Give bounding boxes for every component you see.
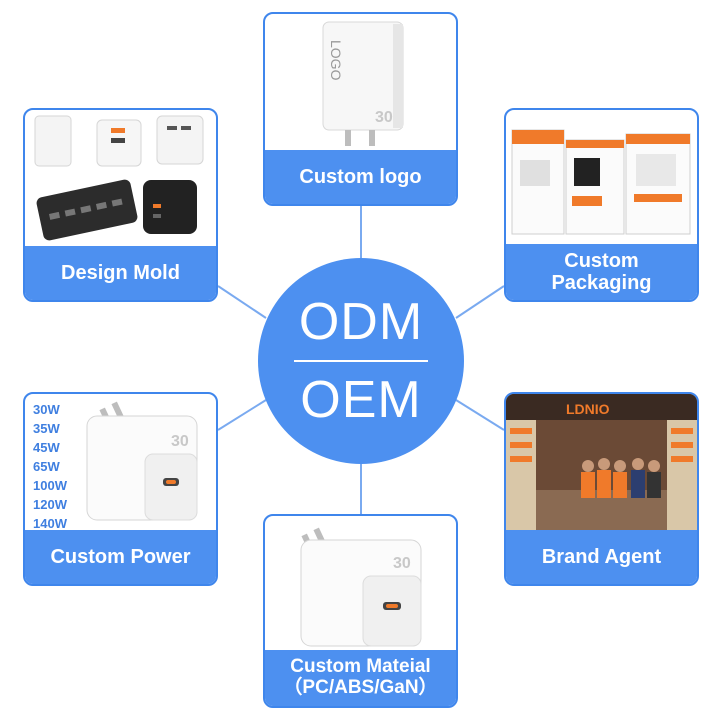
wattage-item: 140W	[33, 516, 67, 531]
connector-top-right	[455, 285, 505, 319]
odm-oem-hub: ODM OEM	[258, 258, 464, 464]
charger-power-image: 30 30W 35W 45W 65W 100W 120W 140W	[25, 394, 216, 532]
card-custom-material: 30 Custom Mateial （PC/ABS/GaN）	[263, 514, 458, 708]
svg-text:LDNIO: LDNIO	[566, 401, 610, 417]
card-label-line1: Custom	[564, 250, 639, 272]
card-label-line2: Packaging	[551, 272, 652, 294]
card-label: Brand Agent	[506, 530, 697, 584]
card-custom-packaging: Custom Packaging	[504, 108, 699, 302]
card-label: Custom Power	[25, 530, 216, 584]
store-photo-image: LDNIO	[506, 394, 697, 532]
card-brand-agent: LDNIO Brand Agent	[504, 392, 699, 586]
wattage-item: 30W	[33, 402, 60, 417]
charger-logo-image: LOGO 30	[265, 14, 456, 152]
hub-divider	[294, 360, 428, 362]
card-label: Custom Mateial （PC/ABS/GaN）	[265, 650, 456, 706]
logo-badge: 30	[375, 109, 393, 126]
wattage-item: 45W	[33, 440, 60, 455]
wattage-item: 35W	[33, 421, 60, 436]
hub-title-odm: ODM	[298, 293, 424, 351]
card-label: Custom logo	[265, 150, 456, 204]
charger-molds-image	[25, 110, 216, 248]
card-design-mold: Design Mold	[23, 108, 218, 302]
material-badge: 30	[393, 555, 411, 572]
charger-material-image: 30	[265, 516, 456, 652]
connector-bottom-left	[217, 399, 267, 431]
connector-top-left	[217, 285, 267, 319]
wattage-item: 65W	[33, 459, 60, 474]
logo-text: LOGO	[328, 40, 344, 81]
card-custom-logo: LOGO 30 Custom logo	[263, 12, 458, 206]
card-label-line1: Custom Mateial	[290, 656, 431, 678]
packaging-boxes-image	[506, 110, 697, 248]
card-custom-power: 30 30W 35W 45W 65W 100W 120W 140W Custom…	[23, 392, 218, 586]
power-badge: 30	[171, 433, 189, 450]
hub-title-oem: OEM	[300, 371, 422, 429]
wattage-item: 100W	[33, 478, 67, 493]
card-label: Design Mold	[25, 246, 216, 300]
card-label-line2: （PC/ABS/GaN）	[283, 677, 438, 698]
wattage-list: 30W 35W 45W 65W 100W 120W 140W	[33, 400, 67, 533]
connector-bottom-right	[455, 399, 505, 431]
card-label: Custom Packaging	[506, 244, 697, 300]
wattage-item: 120W	[33, 497, 67, 512]
